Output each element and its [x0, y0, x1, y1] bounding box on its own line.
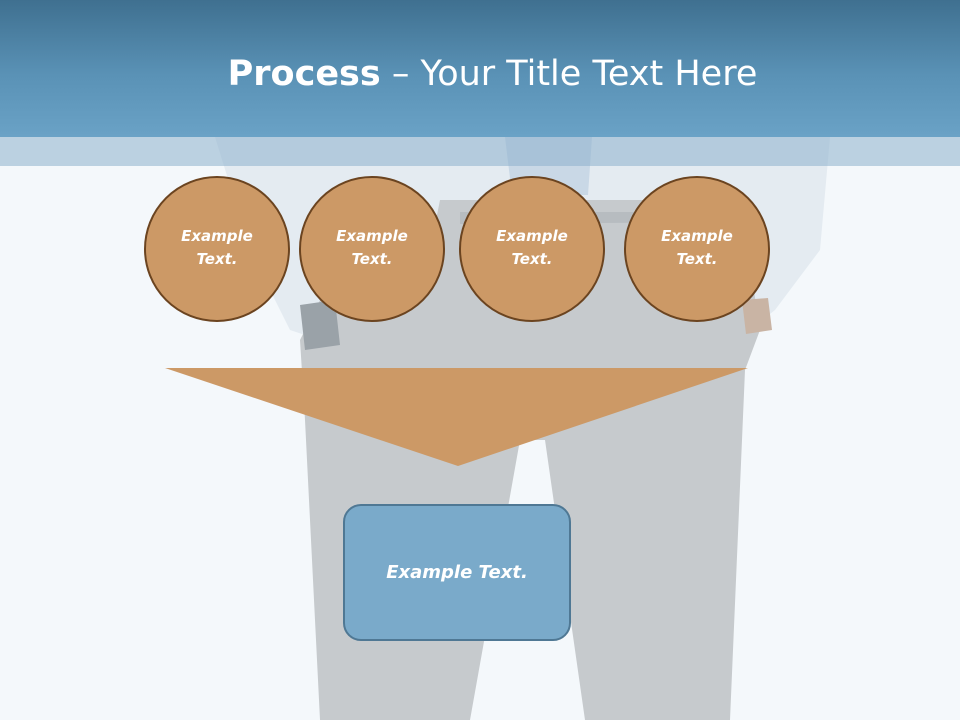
process-step-label-3: Example Text.: [496, 227, 568, 268]
process-step-label-1: Example Text.: [181, 227, 253, 268]
process-step-circle-3: Example Text.: [459, 176, 605, 322]
page-title-bold: Process: [227, 54, 381, 94]
page-title-rest: – Your Title Text Here: [380, 54, 758, 94]
page-title: Process – Your Title Text Here: [0, 52, 960, 96]
funnel-arrow: [165, 368, 748, 466]
title-banner-accent-band: [0, 137, 960, 166]
process-step-circle-2: Example Text.: [299, 176, 445, 322]
process-step-label-4: Example Text.: [661, 227, 733, 268]
process-step-circle-1: Example Text.: [144, 176, 290, 322]
process-step-circle-4: Example Text.: [624, 176, 770, 322]
process-step-label-2: Example Text.: [336, 227, 408, 268]
title-banner: [0, 0, 960, 137]
result-box: Example Text.: [343, 504, 571, 641]
result-label: Example Text.: [386, 562, 528, 583]
